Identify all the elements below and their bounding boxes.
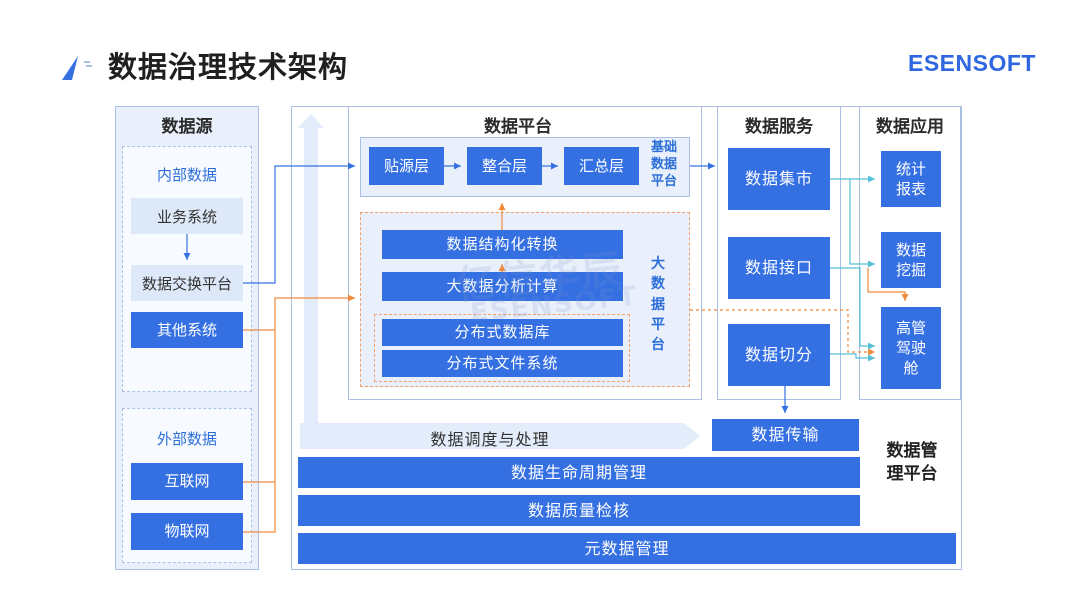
app-executive-cockpit: 高管驾驶舱: [881, 307, 941, 389]
bigdata-compute: 大数据分析计算: [382, 272, 623, 301]
data-source-title: 数据源: [161, 117, 213, 137]
data-transfer-box: 数据传输: [712, 419, 859, 451]
source-other-system: 其他系统: [131, 312, 243, 348]
app-data-mining: 数据挖掘: [881, 232, 941, 288]
distributed-file-system: 分布式文件系统: [382, 350, 623, 377]
service-data-api: 数据接口: [728, 237, 830, 299]
layer-source: 贴源层: [369, 147, 444, 185]
page-title: 数据治理技术架构: [108, 50, 349, 84]
source-iot: 物联网: [131, 513, 243, 550]
schedule-horizontal-arrow: [300, 423, 700, 449]
layer-integration: 整合层: [467, 147, 542, 185]
bigdata-platform-label: 大数据平台: [651, 256, 665, 354]
data-app-title: 数据应用: [876, 117, 944, 137]
source-exchange-platform: 数据交换平台: [131, 265, 243, 301]
base-platform-label: 基础数据平台: [650, 140, 677, 189]
schedule-label: 数据调度与处理: [430, 430, 550, 449]
internal-data-label: 内部数据: [156, 166, 217, 184]
distributed-database: 分布式数据库: [382, 319, 623, 346]
service-data-split: 数据切分: [728, 324, 830, 386]
external-data-label: 外部数据: [156, 430, 217, 448]
distributed-storage-group: [374, 314, 630, 382]
data-service-title: 数据服务: [745, 117, 813, 137]
data-platform-title: 数据平台: [484, 117, 552, 137]
quality-check: 数据质量检核: [298, 495, 860, 526]
lifecycle-management: 数据生命周期管理: [298, 457, 860, 488]
app-statistics-report: 统计报表: [881, 151, 941, 207]
structured-conversion: 数据结构化转换: [382, 230, 623, 259]
service-data-mart: 数据集市: [728, 148, 830, 210]
source-business-system: 业务系统: [131, 198, 243, 234]
metadata-management: 元数据管理: [298, 533, 956, 564]
source-internet: 互联网: [131, 463, 243, 500]
layer-summary: 汇总层: [564, 147, 639, 185]
title-chevron-icon: [62, 56, 92, 80]
management-platform-label: 数据管理平台: [886, 441, 938, 484]
brand-logo: ESENSOFT: [908, 50, 1036, 76]
schedule-vertical-arrow: [298, 114, 324, 424]
